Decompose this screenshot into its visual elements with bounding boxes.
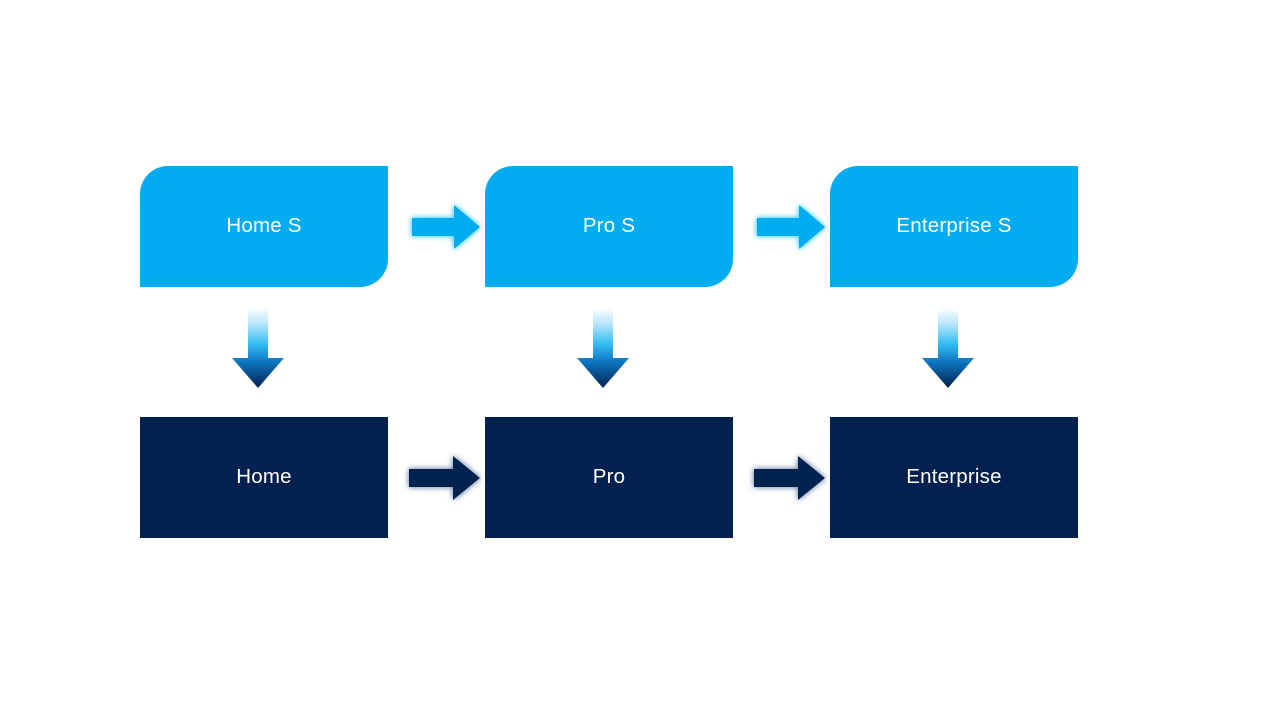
node-enterprise-s[interactable]: Enterprise S: [830, 166, 1078, 287]
node-home-s-label: Home S: [226, 214, 302, 238]
arrow-home-to-pro[interactable]: [403, 451, 485, 505]
node-enterprise-label: Enterprise: [906, 465, 1002, 489]
node-pro[interactable]: Pro: [485, 417, 733, 538]
node-pro-s[interactable]: Pro S: [485, 166, 733, 287]
arrow-pro-to-enterprise[interactable]: [748, 451, 830, 505]
node-pro-label: Pro: [592, 465, 626, 489]
arrow-home-s-to-home[interactable]: [228, 306, 288, 392]
arrow-home-s-to-pro-s[interactable]: [408, 200, 484, 254]
arrow-pro-s-to-pro[interactable]: [573, 306, 633, 392]
arrow-enterprise-s-to-enterprise[interactable]: [918, 306, 978, 392]
node-enterprise-s-label: Enterprise S: [896, 214, 1012, 238]
node-home-s[interactable]: Home S: [140, 166, 388, 287]
arrow-pro-s-to-enterprise-s[interactable]: [753, 200, 829, 254]
node-home[interactable]: Home: [140, 417, 388, 538]
node-enterprise[interactable]: Enterprise: [830, 417, 1078, 538]
node-pro-s-label: Pro S: [582, 214, 636, 238]
node-home-label: Home: [236, 465, 292, 489]
